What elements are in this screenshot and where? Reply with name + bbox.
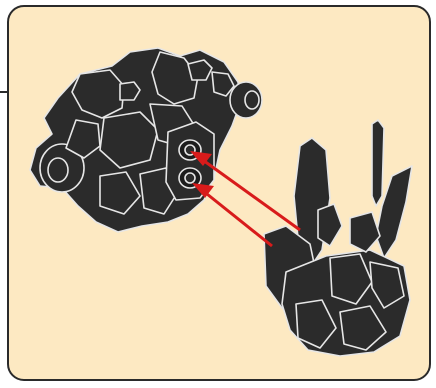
instruction-step bbox=[0, 0, 436, 388]
instruction-diagram bbox=[0, 0, 436, 388]
